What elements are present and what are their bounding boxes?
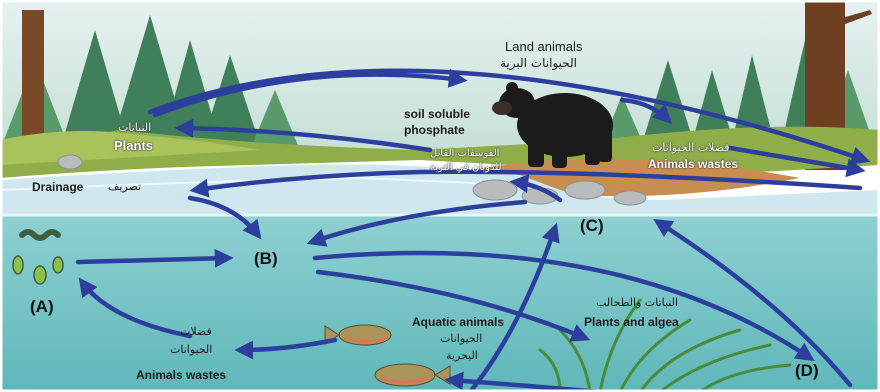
label-animal-wastes-bottom-ar-1: فضلات [180,326,212,338]
label-drainage: Drainage [32,181,83,194]
label-land-animals-ar: الحيوانات البرية [500,57,577,70]
marker-a: (A) [30,298,54,317]
lake-water [0,215,880,392]
label-animal-wastes-top: Animals wastes [648,158,738,171]
label-aquatic-ar-1: الحيوانات [440,333,482,345]
marker-d: (D) [795,362,819,381]
label-animal-wastes-top-ar: فضلات الحيوانات [652,142,730,154]
label-soil-phosphate-ar-1: الفوسفات القابل [430,148,499,159]
label-soil-soluble: soil soluble [404,108,470,121]
label-soil-phosphate-ar-2: للذوبان في التربة [430,162,502,173]
label-drainage-ar: تصريف [108,181,141,193]
marker-b: (B) [254,250,278,269]
marker-c: (C) [580,217,604,236]
label-aquatic-ar-2: البحرية [446,350,478,362]
label-aquatic-animals: Aquatic animals [412,316,504,329]
label-plants-ar: النباتات [118,122,151,134]
label-phosphate: phosphate [404,124,465,137]
label-plants-algae: Plants and algea [584,316,679,329]
label-animal-wastes-bottom-ar-2: الحيوانات [170,344,212,356]
label-plants: Plants [114,139,153,153]
label-land-animals: Land animals [505,40,582,54]
label-plants-algae-ar: النباتات والطحالب [596,297,678,309]
label-animal-wastes-bottom: Animals wastes [136,369,226,382]
left-tree-trunk [22,10,44,150]
